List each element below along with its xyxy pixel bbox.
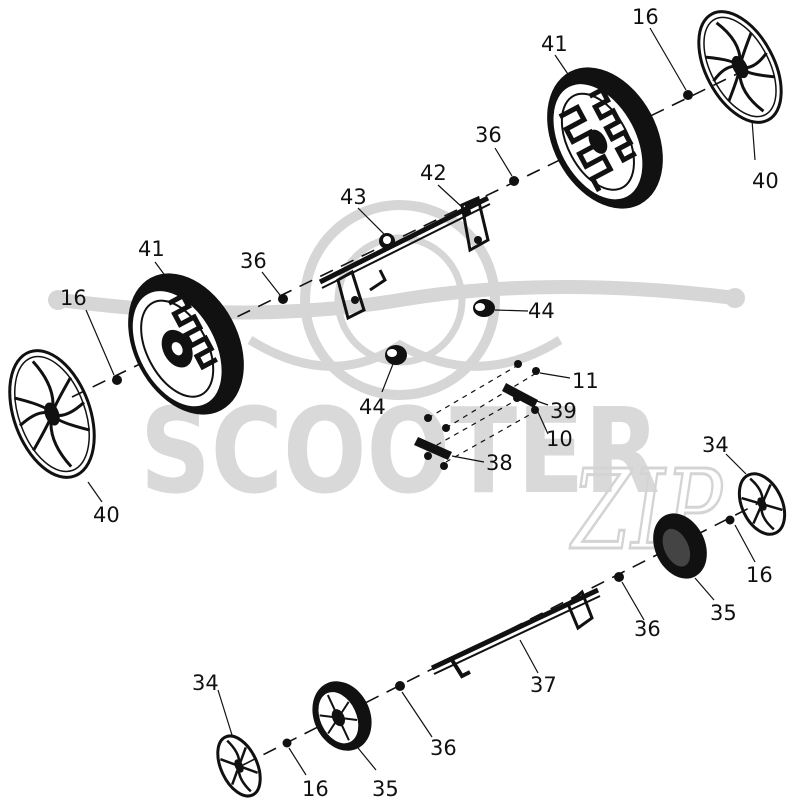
label-part-38: 38 (486, 451, 513, 475)
label-part-41-top: 41 (541, 32, 568, 56)
label-part-34-right: 34 (702, 433, 729, 457)
watermark-ring (300, 200, 500, 400)
label-part-40-top: 40 (752, 169, 779, 193)
wheel-left (128, 273, 244, 415)
watermark-handle-left (48, 290, 68, 310)
label-part-16-right: 16 (746, 563, 773, 587)
washer-36-bottom (395, 681, 405, 691)
front-wheel-left (312, 681, 372, 751)
label-part-44-right: 44 (528, 299, 555, 323)
label-part-44-left: 44 (359, 395, 386, 419)
label-part-43: 43 (340, 185, 367, 209)
rear-axle-bracket (318, 195, 491, 321)
bushing-right (473, 299, 495, 317)
nut-16-top (683, 90, 693, 100)
hubcap-left (8, 349, 96, 479)
leader-lines (85, 27, 756, 776)
axis-bolt-2 (445, 371, 539, 429)
label-part-40-left: 40 (93, 503, 120, 527)
front-wheel-right (653, 513, 707, 579)
watermark-handle-right (725, 288, 745, 308)
axis-bolt-4 (445, 409, 539, 463)
hubcap-top-right (697, 10, 783, 124)
hubcap-small-right (737, 472, 787, 536)
label-part-35-right: 35 (710, 601, 737, 625)
bushing-left (385, 345, 407, 365)
axis-bolt-3 (427, 397, 521, 451)
adjust-knob (379, 233, 395, 249)
label-part-34-left: 34 (192, 671, 219, 695)
part-labels: 16 41 40 36 42 43 41 36 16 44 44 11 39 1… (60, 5, 779, 800)
wheel-top (547, 67, 663, 209)
label-part-16-top: 16 (632, 5, 659, 29)
nut-16-right (725, 515, 735, 525)
label-part-36-bottom: 36 (430, 736, 457, 760)
label-part-36-mid: 36 (634, 617, 661, 641)
label-part-36-left: 36 (240, 249, 267, 273)
label-part-11: 11 (572, 369, 599, 393)
hubcap-small-left (216, 734, 262, 798)
label-part-16-left: 16 (60, 286, 87, 310)
label-part-37: 37 (530, 673, 557, 697)
watermark-wing (247, 336, 563, 371)
nut-16-bottom (282, 738, 292, 748)
washer-36-left (278, 294, 288, 304)
label-part-36-top: 36 (475, 123, 502, 147)
label-part-10: 10 (546, 427, 573, 451)
washer-36-mid (614, 572, 624, 582)
label-part-39: 39 (550, 399, 577, 423)
label-part-35-bottom: 35 (372, 777, 399, 800)
washer-36-top (509, 176, 519, 186)
nut-16-left (112, 375, 122, 385)
label-part-16-bottom: 16 (302, 777, 329, 800)
axis-bolt-1 (427, 363, 521, 419)
label-part-42: 42 (420, 161, 447, 185)
front-axle (430, 587, 601, 679)
label-part-41-left: 41 (138, 237, 165, 261)
